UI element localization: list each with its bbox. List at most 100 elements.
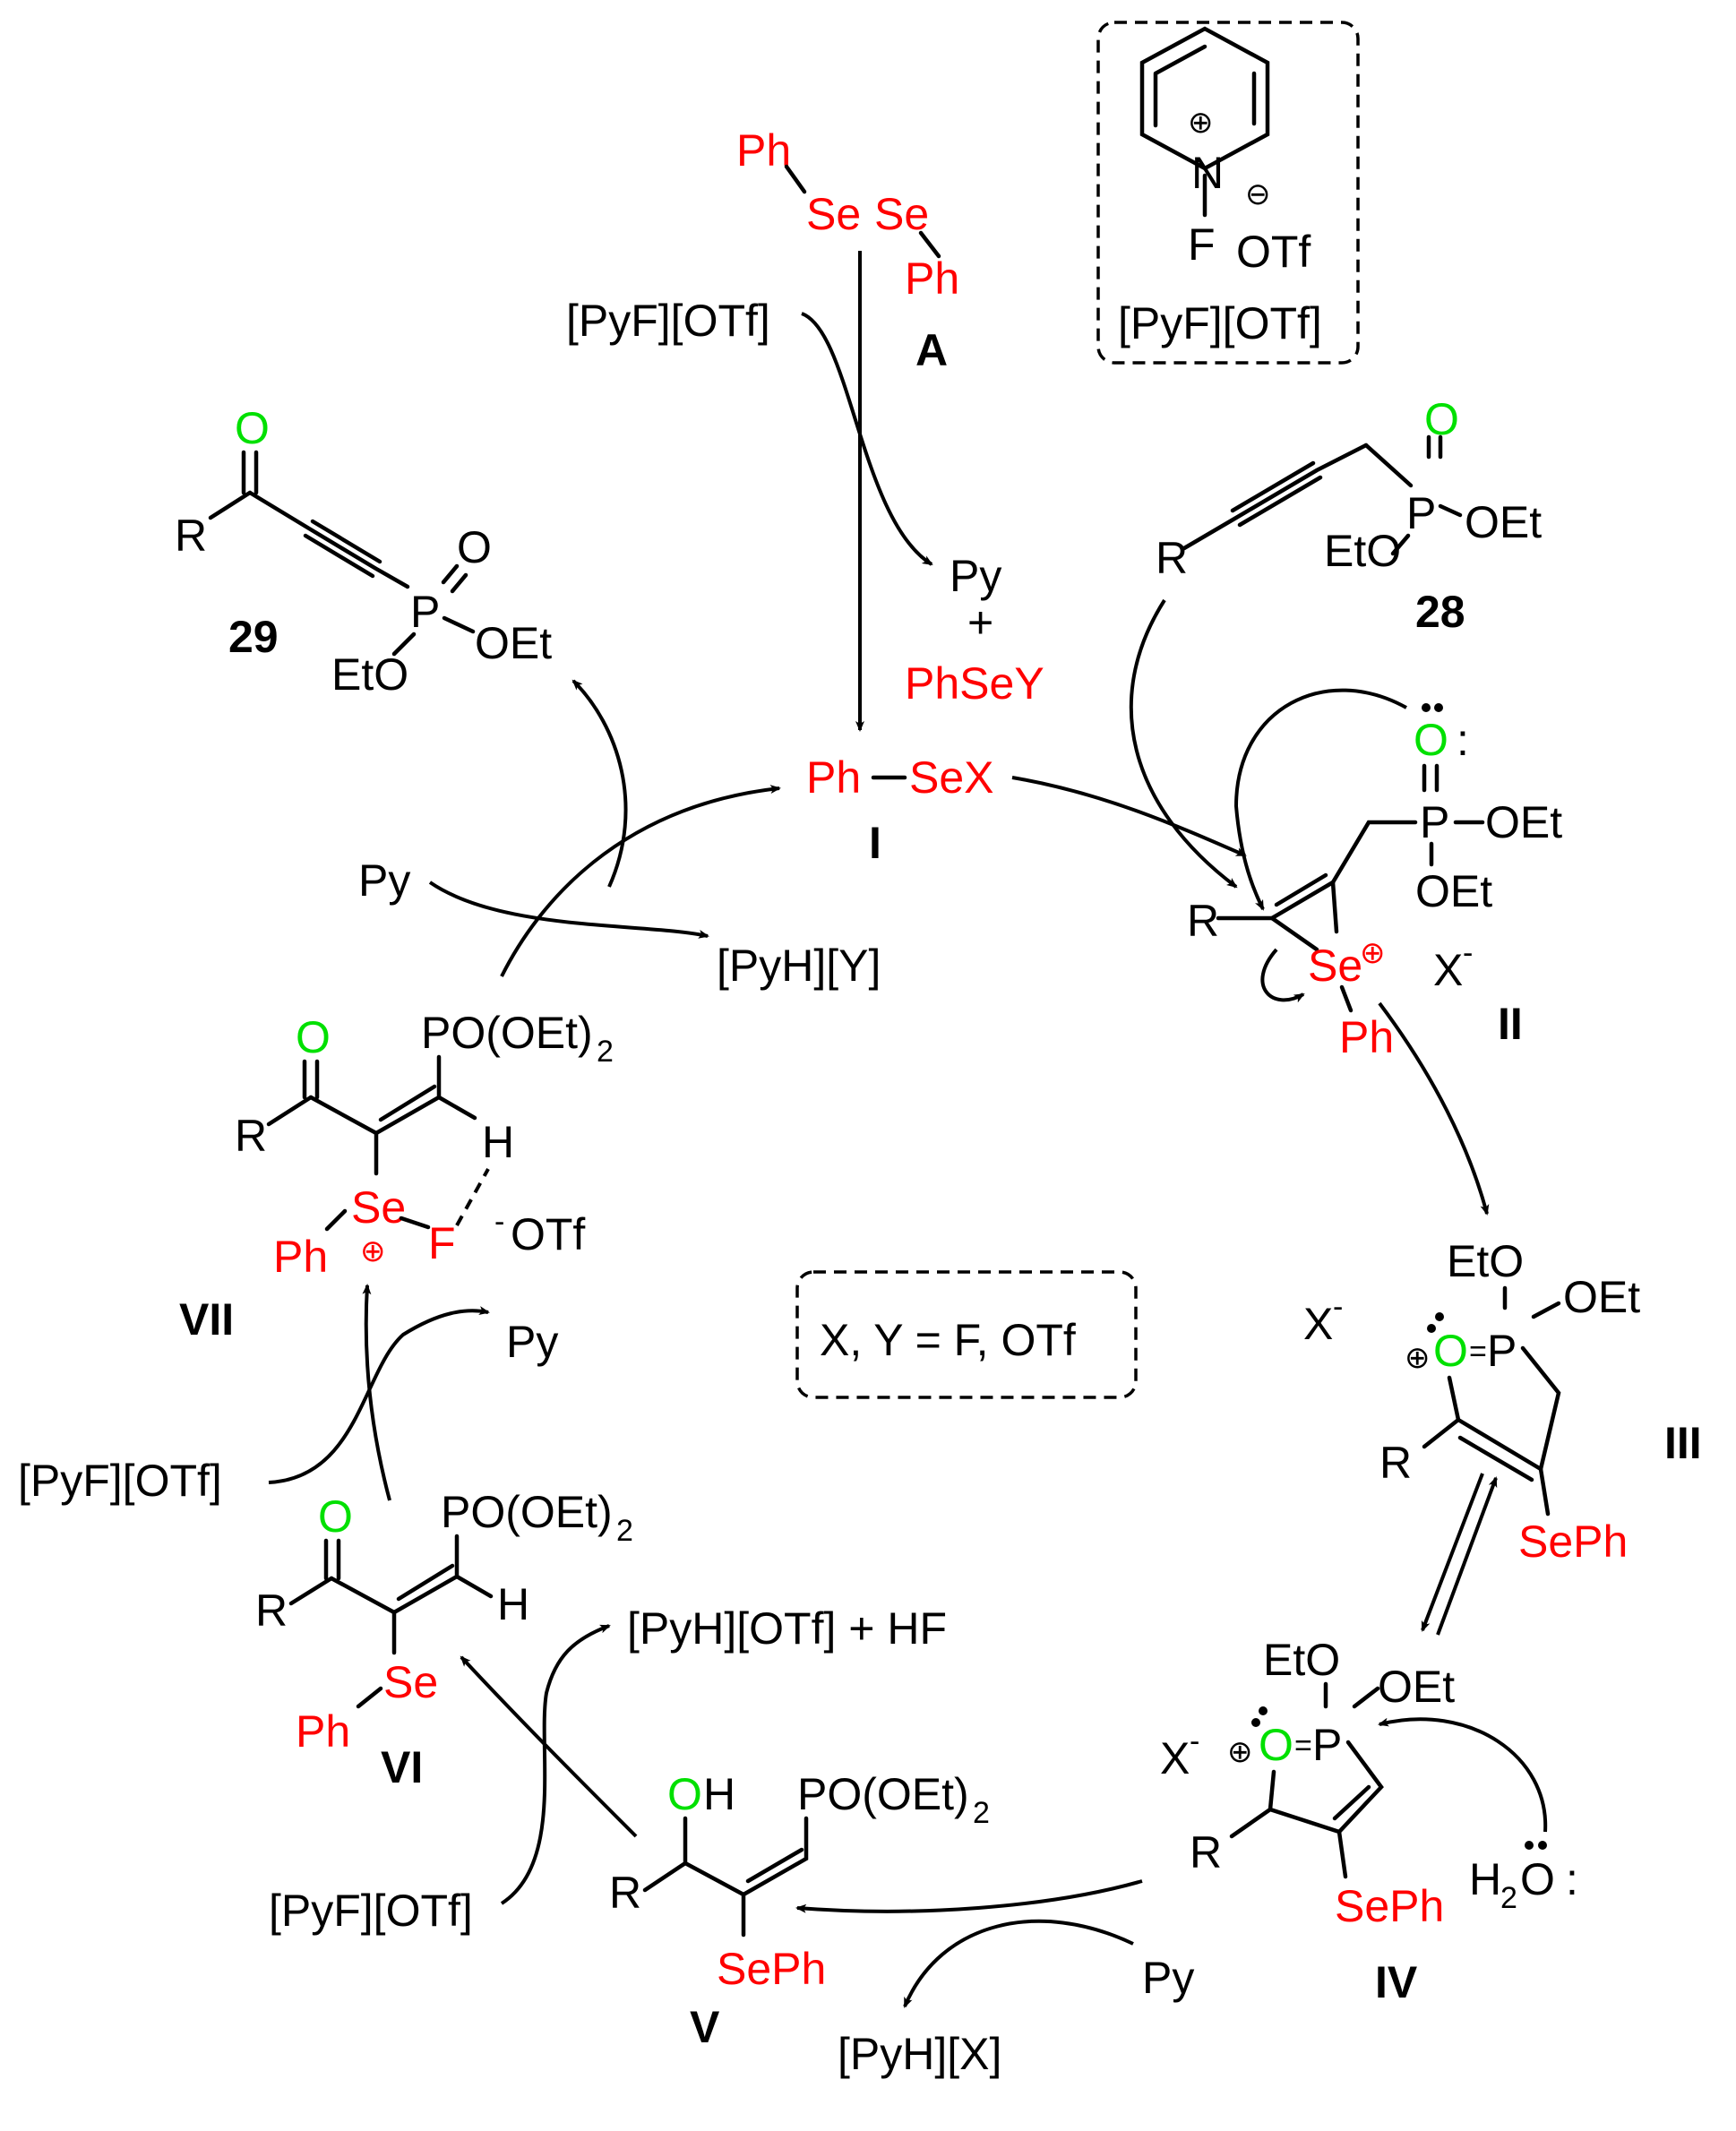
intermediate-II-label: II	[1498, 999, 1523, 1049]
intermediate-V-H: H	[703, 1769, 735, 1819]
curved-arrow-O-attack	[1233, 688, 1407, 911]
intermediate-IV-X-minus: -	[1190, 1724, 1199, 1758]
compound-29: O R O P OEt EtO 29	[175, 403, 552, 700]
compound-28-EtO: EtO	[1324, 526, 1401, 576]
intermediate-I: Ph SeX I	[806, 752, 994, 868]
intermediate-VI-PO-subscript: 2	[616, 1514, 633, 1548]
arrow-II-to-III	[1378, 1001, 1490, 1216]
intermediate-VI-Ph: Ph	[296, 1706, 350, 1757]
equilibrium-backward	[1436, 1476, 1498, 1636]
intermediate-V: O H PO(OEt) 2 R SePh V	[609, 1769, 990, 2052]
diselenide-ph-top: Ph	[736, 125, 791, 176]
byproduct-pyhx: [PyH][X]	[838, 2029, 1001, 2079]
arrow-VI-to-VII	[362, 1284, 391, 1501]
intermediate-II-X: X	[1433, 945, 1463, 995]
intermediate-VI-O: O	[318, 1491, 353, 1542]
intermediate-V-R: R	[609, 1868, 641, 1918]
note-box-border	[795, 1270, 1138, 1399]
intermediate-III-O-plus: ⊕	[1405, 1341, 1431, 1375]
intermediate-VII-O: O	[296, 1012, 331, 1062]
intermediate-IV-label: IV	[1375, 1957, 1418, 2007]
intermediate-IV-R: R	[1190, 1827, 1222, 1878]
compound-29-O: O	[457, 522, 492, 572]
diselenide-se-right: Se	[874, 189, 929, 239]
intermediate-IV-O-plus: ⊕	[1227, 1735, 1253, 1769]
intermediate-IV-EtO: EtO	[1263, 1635, 1340, 1685]
intermediate-II-O-colon: :	[1457, 715, 1469, 765]
compound-28: R O P OEt EtO 28	[1156, 394, 1542, 637]
intermediate-VI-R: R	[255, 1585, 288, 1636]
intermediate-III-eq: =	[1469, 1335, 1487, 1369]
intermediate-III-label: III	[1664, 1418, 1702, 1468]
reagent-box-name: [PyF][OTf]	[1118, 298, 1322, 348]
compound-28-R: R	[1156, 533, 1188, 583]
regeneration-py: Py	[358, 855, 410, 906]
diselenide-A: Ph Se Se Ph A	[736, 125, 959, 375]
arrow-IV-to-V	[795, 1879, 1143, 1913]
pyridinium-nitrogen: N	[1191, 148, 1224, 198]
diselenide-ph-bottom: Ph	[905, 253, 959, 304]
intermediate-III: EtO OEt X - ⊕ O = P R SePh III	[1303, 1236, 1702, 1567]
arrow-py-to-pyhy	[428, 881, 709, 939]
intermediate-VII-PO: PO(OEt)	[421, 1008, 593, 1058]
arrow-oxidant-to-pyhotf	[500, 1624, 611, 1905]
intermediate-I-label: I	[869, 818, 881, 868]
diselenide-label: A	[915, 325, 948, 375]
byproduct-pyhotf-hf: [PyH][OTf] + HF	[627, 1603, 947, 1654]
intermediate-II-O: O	[1414, 715, 1448, 765]
intermediate-IV-OEt: OEt	[1378, 1662, 1455, 1712]
intermediate-II-Se: Se	[1308, 941, 1362, 991]
compound-28-label: 28	[1415, 587, 1465, 637]
triflate-minus-charge: ⊖	[1245, 177, 1271, 211]
arrow-oxidant-to-py-left	[268, 1306, 490, 1484]
intermediate-V-SePh: SePh	[717, 1944, 826, 1994]
compound-29-label: 29	[228, 612, 279, 662]
byproduct-py-left: Py	[506, 1317, 558, 1367]
intermediate-V-PO: PO(OEt)	[797, 1769, 969, 1819]
intermediate-I-sex: SeX	[909, 752, 994, 803]
intermediate-III-R: R	[1379, 1438, 1412, 1488]
intermediate-II-Se-plus: ⊕	[1360, 936, 1386, 970]
arrow-V-to-VI	[460, 1655, 638, 1838]
intermediate-II-Ph: Ph	[1339, 1012, 1394, 1062]
intermediate-VI-H: H	[497, 1579, 529, 1629]
intermediate-IV: EtO OEt X - ⊕ O = P R SePh IV H 2 O :	[1160, 1635, 1578, 2007]
intermediate-VII: O PO(OEt) 2 R H Se ⊕ Ph F - OTf VII	[179, 1008, 614, 1345]
intermediate-III-O: O	[1433, 1326, 1468, 1376]
arrow-oxidant-to-py	[801, 312, 933, 566]
intermediate-II-R: R	[1187, 896, 1219, 946]
intermediate-IV-eq: =	[1294, 1729, 1312, 1763]
water-colon: :	[1566, 1854, 1578, 1904]
intermediate-VII-Se: Se	[351, 1182, 406, 1233]
compound-28-O: O	[1424, 394, 1459, 444]
intermediate-IV-O: O	[1259, 1720, 1293, 1770]
intermediate-VII-R: R	[235, 1111, 267, 1161]
intermediate-III-X: X	[1303, 1299, 1333, 1349]
intermediate-V-O: O	[667, 1769, 702, 1819]
intermediate-II-P: P	[1420, 797, 1449, 847]
pyridinium-plus-charge: ⊕	[1188, 106, 1214, 140]
byproduct-phsey: PhSeY	[905, 658, 1044, 709]
arrow-I-to-II	[1011, 776, 1247, 857]
intermediate-IV-SePh: SePh	[1335, 1881, 1444, 1931]
compound-28-OEt: OEt	[1465, 497, 1542, 547]
intermediate-V-PO-subscript: 2	[973, 1796, 990, 1830]
curved-arrow-water-attack	[1378, 1717, 1548, 1833]
intermediate-III-EtO: EtO	[1447, 1236, 1524, 1286]
intermediate-VI-label: VI	[381, 1742, 423, 1792]
intermediate-VII-H: H	[482, 1117, 514, 1167]
oxidant-label-bottom: [PyF][OTf]	[269, 1886, 473, 1936]
arrow-VII-to-29	[500, 785, 781, 977]
equilibrium-forward	[1421, 1473, 1484, 1632]
arrow-regeneration-to-29	[572, 679, 628, 888]
curved-arrow-ring-open	[1260, 948, 1305, 1003]
intermediate-II-OEt1: OEt	[1485, 797, 1562, 847]
intermediate-VI-Se: Se	[383, 1657, 438, 1707]
intermediate-I-ph: Ph	[806, 752, 861, 803]
diselenide-se-left: Se	[806, 189, 861, 239]
arrow-28-to-II	[1129, 598, 1238, 889]
intermediate-VII-Se-plus: ⊕	[360, 1234, 386, 1268]
compound-29-R: R	[175, 511, 207, 561]
intermediate-III-OEt: OEt	[1563, 1272, 1640, 1322]
